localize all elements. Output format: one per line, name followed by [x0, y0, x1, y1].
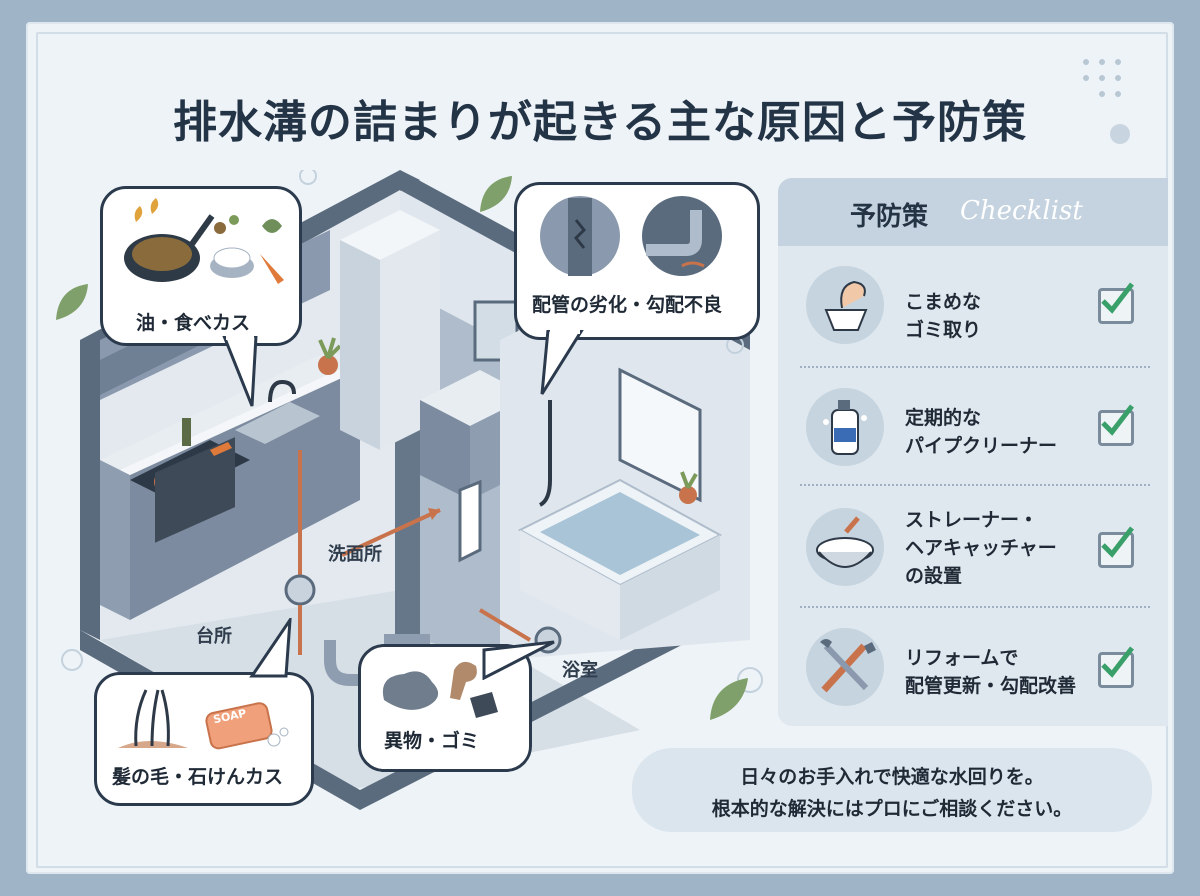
page-title: 排水溝の詰まりが起きる主な原因と予防策 [172, 97, 1028, 148]
cause-hair-label: 髪の毛・石けんカス [112, 766, 284, 788]
footer-callout [632, 748, 1152, 832]
cleaner-bottle-icon [806, 388, 884, 466]
check-icon [1101, 404, 1134, 436]
divider [800, 606, 1150, 608]
callout-tail [482, 640, 555, 680]
pipe-crack-icon [540, 196, 722, 276]
check-icon [1101, 646, 1134, 678]
wrench-hammer-icon [806, 628, 884, 706]
checklist-item-2: 定期的な パイプクリーナー [905, 407, 1058, 457]
callout-tail [540, 330, 584, 395]
checkbox-1 [1098, 282, 1134, 324]
hair-soap-icon [118, 689, 289, 750]
frying-pan-icon [124, 198, 284, 284]
room-label-kitchen: 台所 [196, 626, 232, 647]
leaf-icon [480, 176, 512, 212]
room-label-bath: 浴室 [562, 660, 598, 681]
checklist-header [778, 178, 1168, 246]
divider [800, 366, 1150, 368]
divider [800, 484, 1150, 486]
decorative-dots [1083, 59, 1130, 144]
check-icon [1101, 282, 1134, 314]
leaf-icon [56, 284, 88, 320]
cause-debris-label: 異物・ゴミ [384, 730, 480, 752]
checklist-script-title: Checklist [960, 196, 1083, 226]
cause-pipe-label: 配管の劣化・勾配不良 [532, 294, 723, 316]
checkbox-2 [1098, 404, 1134, 446]
check-icon [1101, 526, 1134, 558]
checkbox-3 [1098, 526, 1134, 568]
hand-strainer-icon [806, 266, 884, 344]
checklist-item-3: ストレーナー・ ヘアキャッチャー の設置 [905, 509, 1057, 587]
debris-icon [382, 661, 498, 718]
callout-tail [222, 336, 258, 407]
checkbox-4 [1098, 646, 1134, 688]
strainer-icon [806, 508, 884, 586]
checklist-item-1: こまめな ゴミ取り [905, 291, 982, 341]
callout-tail [249, 618, 292, 678]
leaf-icon [710, 678, 748, 720]
room-label-washroom: 洗面所 [328, 544, 382, 565]
cause-oil-label: 油・食べカス [136, 312, 251, 334]
checklist-item-4: リフォームで 配管更新・勾配改善 [905, 647, 1077, 697]
footer-line-2: 根本的な解決にはプロにご相談ください。 [711, 798, 1073, 820]
footer-line-1: 日々のお手入れで快適な水回りを。 [740, 766, 1044, 788]
checklist-title: 予防策 [850, 202, 929, 232]
